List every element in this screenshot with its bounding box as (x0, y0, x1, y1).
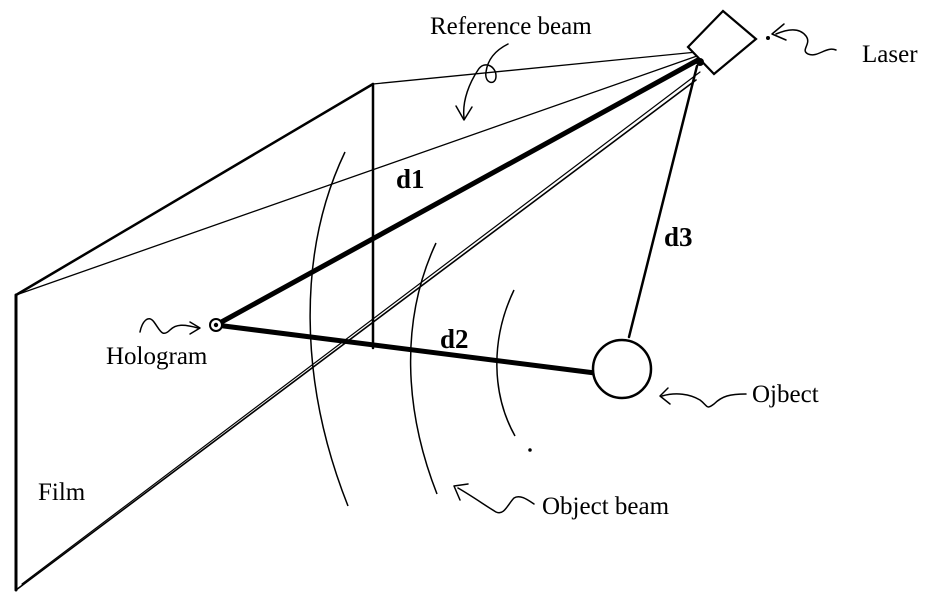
hologram-arrow (139, 318, 199, 334)
reference-beam-lines (15, 51, 698, 296)
d3-label: d3 (664, 222, 693, 252)
object-arrow (661, 393, 747, 408)
d1-line (213, 57, 701, 328)
wavefront-2 (409, 242, 438, 495)
laser-body (686, 9, 758, 76)
object-beam-arrowhead (453, 483, 469, 501)
reference-beam-arrow (462, 43, 509, 119)
stray-dot (528, 448, 532, 452)
object-label: Ojbect (752, 381, 819, 408)
film-bottom-edge-2 (21, 71, 701, 585)
laser-dot (766, 36, 770, 40)
laser-arrow (775, 29, 837, 56)
reference-beam-top-line (372, 51, 698, 85)
hologram-label: Hologram (106, 343, 208, 370)
film-top-edge (14, 82, 375, 297)
pointer-arrows (139, 23, 837, 514)
wavefront-1 (309, 151, 349, 507)
film-label: Film (38, 479, 86, 506)
distance-lines (213, 57, 701, 376)
laser-device (686, 9, 770, 76)
wavefront-3 (496, 289, 516, 437)
object-beam-wavefronts (309, 151, 532, 507)
hologram-point (209, 318, 223, 332)
reference-beam-to-film-corner (15, 55, 698, 296)
object-beam-label: Object beam (542, 493, 670, 520)
laser-arrowhead (771, 23, 787, 41)
d3-line (627, 64, 699, 339)
reference-beam-label: Reference beam (430, 13, 592, 40)
laser-aperture (696, 58, 704, 66)
reference-beam-arrowhead (455, 105, 473, 121)
hologram-center (213, 322, 219, 328)
labels: Reference beam Laser d1 d2 d3 Hologram O… (38, 13, 918, 520)
d1-label: d1 (396, 164, 425, 194)
object-circle (591, 338, 653, 400)
hologram-arrowhead (189, 321, 201, 335)
film-bottom-edge (15, 79, 697, 591)
object-arrowhead (659, 387, 671, 405)
d2-label: d2 (440, 324, 469, 354)
laser-label: Laser (862, 41, 918, 68)
d2-line (213, 322, 598, 376)
film-plane (14, 71, 701, 592)
object-beam-arrow (457, 487, 535, 514)
